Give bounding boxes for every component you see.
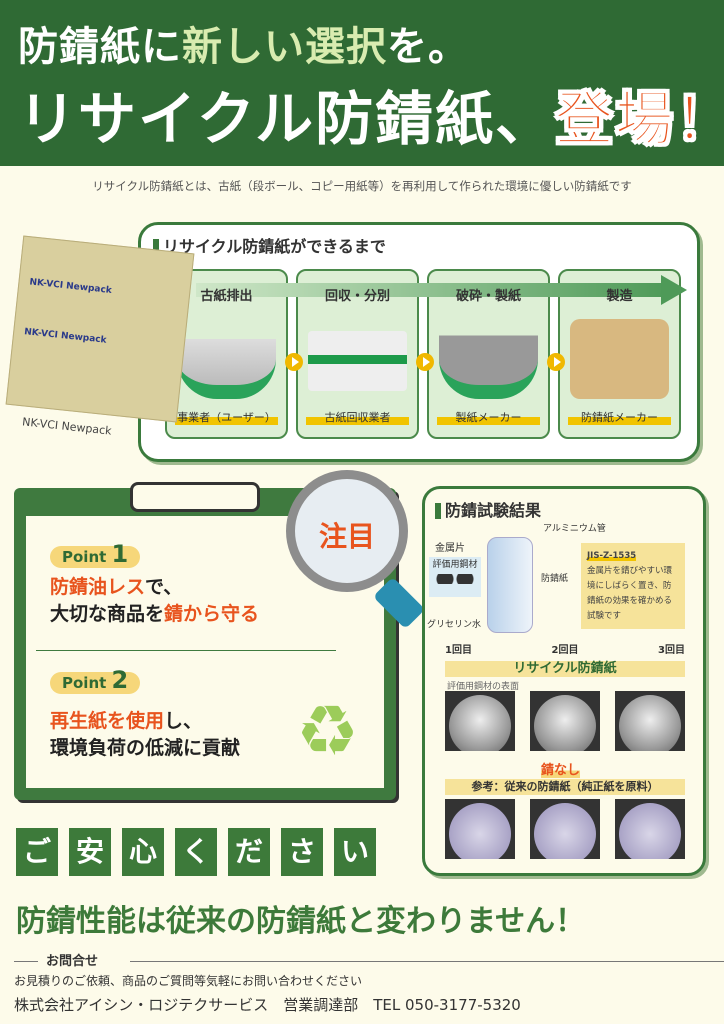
reference-image [530,799,600,859]
point-1-badge: Point 1 [50,540,141,568]
subtitle: リサイクル防錆紙とは、古紙（段ボール、コピー用紙等）を再利用して作られた環境に優… [92,179,632,193]
reassure-char: だ [228,828,270,876]
contact-title: お問合せ [46,954,99,969]
play-arrow-icon [547,353,565,371]
process-title: リサイクル防錆紙ができるまで [153,239,386,255]
sample-image [445,691,515,751]
reassure-char: ご [16,828,58,876]
contact-text: お見積りのご依頼、商品のご質問等気軽にお問い合わせください [14,974,363,988]
sample-image [530,691,600,751]
arrow-head-icon [661,275,687,305]
bottle-icon [487,537,533,633]
reference-image [445,799,515,859]
point-2-badge: Point 2 [50,666,141,694]
step-collection: 回収・分別古紙回収業者 [296,269,419,439]
factory-icon [177,319,276,399]
clipboard-clasp [130,482,260,512]
reassure-char: い [334,828,376,876]
divider [14,961,38,962]
divider [36,650,336,651]
reassure-char: 安 [69,828,111,876]
paper-mill-icon [439,319,538,399]
reassure-char: く [175,828,217,876]
performance-headline: 防錆性能は従来の防錆紙と変わりません！ [16,904,586,939]
specimen-box: 評価用鋼材 [429,557,481,597]
step-manufacture: 製造防錆紙メーカー [558,269,681,439]
point-1-text: 防錆油レスで、大切な商品を錆から守る [50,576,260,625]
play-arrow-icon [285,353,303,371]
magnifier-icon: 注目 [286,470,408,592]
test-results-panel: 防錆試験結果 アルミニウム管 金属片 評価用鋼材 防錆紙 グリセリン水 JIS-… [422,486,706,876]
sample-image [615,691,685,751]
point-2-text: 再生紙を使用し、環境負荷の低減に貢献 [50,710,241,759]
test-title: 防錆試験結果 [435,503,541,519]
specimen-icon [435,574,475,584]
step-discharge: 古紙排出事業者（ユーザー） [165,269,288,439]
headline-2: リサイクル防錆紙、登場！ [18,85,724,154]
reassure-char: 心 [122,828,164,876]
truck-icon [308,331,407,391]
recycle-icon: ♻ [296,690,359,772]
no-rust-label: 錆なし [541,759,581,778]
reference-bar: 参考：従来の防錆紙（純正紙を原料） [445,779,685,795]
reassure-char: さ [281,828,323,876]
flow-arrow [196,283,666,297]
header-banner: 防錆紙に新しい選択を。 リサイクル防錆紙、登場！ [0,0,724,166]
reference-image [615,799,685,859]
divider [130,961,724,962]
process-panel: リサイクル防錆紙ができるまで 古紙排出事業者（ユーザー） 回収・分別古紙回収業者… [138,222,700,462]
step-papermaking: 破砕・製紙製紙メーカー [427,269,550,439]
product-caption: NK-VCI Newpack [21,415,113,438]
play-arrow-icon [416,353,434,371]
paper-roll-icon [570,319,669,399]
contact-company: 株式会社アイシン・ロジテクサービス 営業調達部 TEL 050-3177-532… [14,996,521,1014]
headline-1: 防錆紙に新しい選択を。 [18,24,469,70]
recycle-bar: リサイクル防錆紙 [445,661,685,677]
